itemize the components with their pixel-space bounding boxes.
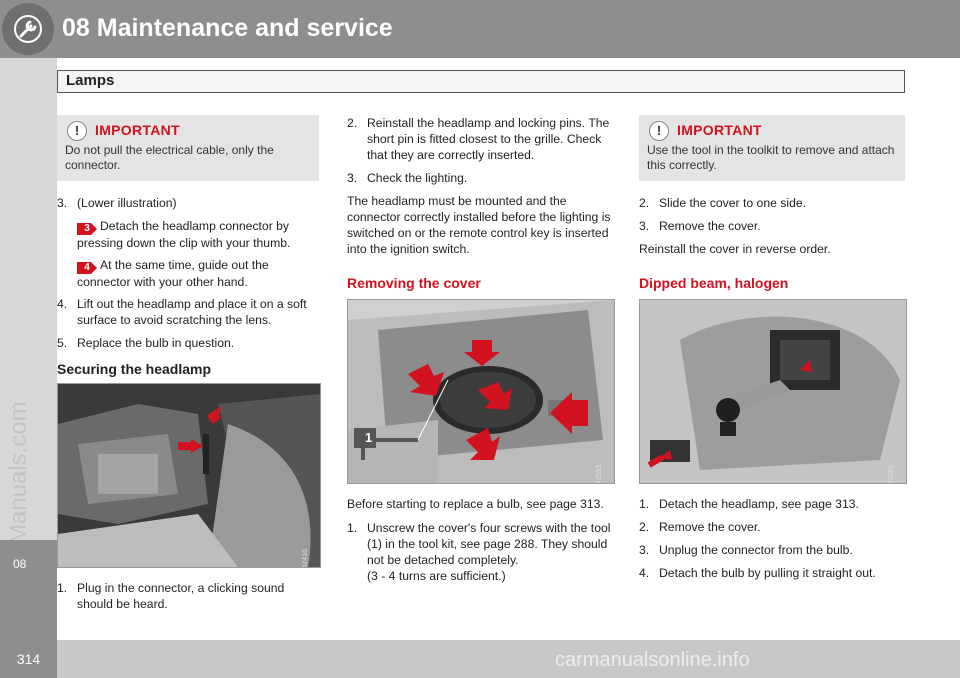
bulb-figure: G042556 <box>639 299 907 484</box>
callout-arrow-icon: 3 <box>77 223 97 235</box>
paragraph: Reinstall the cover in reverse order. <box>639 242 831 256</box>
list-item: 3.Remove the cover. <box>639 219 761 233</box>
section-title-bar: Lamps <box>57 70 905 93</box>
headlamp-figure: G042416 <box>57 383 321 568</box>
list-item: 4.Detach the bulb by pulling it straight… <box>639 566 876 580</box>
list-item: 3.Unplug the connector from the bulb. <box>639 543 853 557</box>
page-footer: 314 carmanualsonline.info <box>0 640 960 678</box>
important-title: IMPORTANT <box>95 122 180 138</box>
list-item: 2.Slide the cover to one side. <box>639 196 807 210</box>
wrench-icon <box>2 3 54 55</box>
page-number: 314 <box>0 640 57 678</box>
section-heading: Removing the cover <box>347 275 481 291</box>
footer-watermark: carmanualsonline.info <box>555 649 750 671</box>
important-title: IMPORTANT <box>677 122 762 138</box>
figure-label: 1 <box>365 430 372 445</box>
important-text: Use the tool in the toolkit to remove an… <box>647 143 895 172</box>
list-item: 3.(Lower illustration) <box>57 196 177 210</box>
section-title: Lamps <box>66 72 115 89</box>
figure-code: G042416 <box>302 549 309 568</box>
important-text: Do not pull the electrical cable, only t… <box>65 143 274 172</box>
bulb-steps-list: 1.Detach the headlamp, see page 313. 2.R… <box>639 496 905 581</box>
headlamp-cover-illustration: 1 <box>348 300 614 483</box>
paragraph: The headlamp must be mounted and the con… <box>347 194 611 256</box>
list-item: 1.Detach the headlamp, see page 313. <box>639 497 859 511</box>
important-note: ! IMPORTANT Do not pull the electrical c… <box>57 115 319 181</box>
left-column: ! IMPORTANT Do not pull the electrical c… <box>57 115 321 619</box>
cover-figure: 1 G042553 <box>347 299 615 484</box>
chapter-tab: 08 <box>0 540 57 640</box>
list-item: 2.Reinstall the headlamp and locking pin… <box>347 116 610 162</box>
list-item: 1.Unscrew the cover's four screws with t… <box>347 521 611 583</box>
important-note: ! IMPORTANT Use the tool in the toolkit … <box>639 115 905 181</box>
figure-code: G042556 <box>888 465 895 484</box>
halogen-bulb-illustration <box>640 300 906 483</box>
list-item: 4.Lift out the headlamp and place it on … <box>57 297 307 327</box>
list-item: 1.Plug in the connector, a clicking soun… <box>57 581 285 611</box>
section-heading: Securing the headlamp <box>57 361 212 377</box>
callout-arrow-icon: 4 <box>77 262 97 274</box>
list-item: 2.Remove the cover. <box>639 520 761 534</box>
chapter-title: 08 Maintenance and service <box>62 14 393 42</box>
list-item: 3.Check the lighting. <box>347 171 468 185</box>
chapter-number: 08 <box>13 557 27 571</box>
page-header: 08 Maintenance and service <box>0 0 960 58</box>
section-heading: Dipped beam, halogen <box>639 275 789 291</box>
list-item: 5.Replace the bulb in question. <box>57 336 235 350</box>
figure-code: G042553 <box>596 465 603 484</box>
right-column: ! IMPORTANT Use the tool in the toolkit … <box>639 115 907 588</box>
engine-illustration <box>58 384 320 567</box>
warning-icon: ! <box>649 121 669 141</box>
paragraph: Before starting to replace a bulb, see p… <box>347 497 604 511</box>
warning-icon: ! <box>67 121 87 141</box>
middle-column: 2.Reinstall the headlamp and locking pin… <box>347 115 615 591</box>
